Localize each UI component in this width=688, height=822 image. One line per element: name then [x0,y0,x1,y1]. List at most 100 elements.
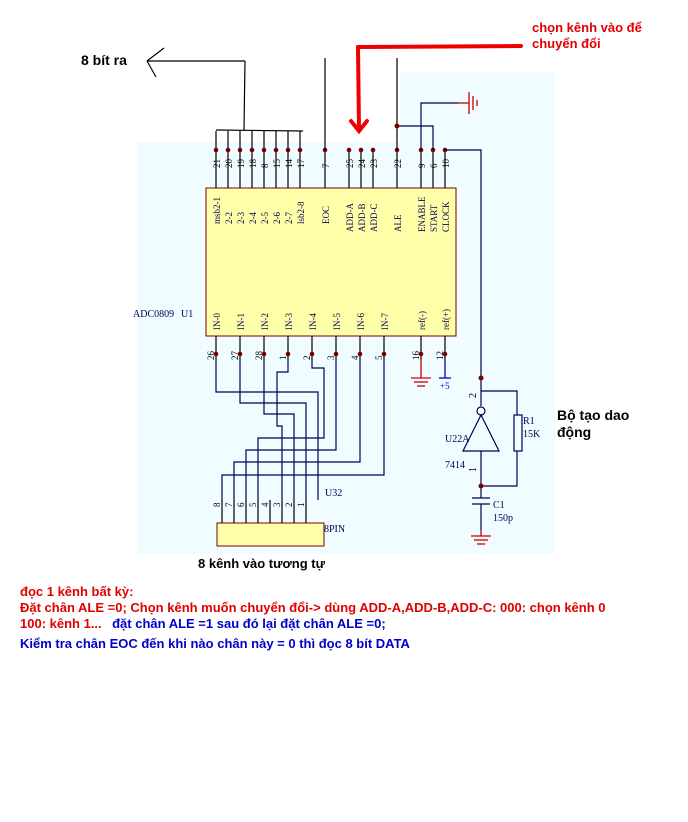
pin-number: 28 [254,351,264,361]
oscillator-label-1: Bộ tạo dao [557,407,630,423]
pin-name: IN-1 [236,313,246,330]
gate-part: 7414 [445,460,465,471]
adc-pin-in-6: 4IN-6 [350,313,366,360]
supply-label: +5 [440,381,450,391]
svg-text:4: 4 [260,502,270,507]
pin-number: 6 [429,163,439,168]
ale-start-link [397,125,434,150]
adc-pin-in-1: 27 IN-1 [230,313,246,360]
clock-wire [445,149,482,378]
adc-pin-in-3: 1IN-3 [278,313,294,360]
output-label: 8 bít ra [81,52,127,68]
adc-pin-in-5: 3 IN-5 [326,313,342,360]
pin-name: START [429,204,439,232]
pin-name: 2-2 [224,212,234,224]
pin-name: IN-7 [380,313,390,330]
adc-part-label: ADC0809 [133,309,174,320]
adc-pin-in-4: 2IN-4 [302,313,318,360]
svg-text:5: 5 [248,502,258,507]
pin-number: 21 [212,159,222,168]
pin-name: msb2-1 [212,197,222,224]
connector-pin-2: 2 [284,500,295,523]
pin-number: 20 [224,159,234,169]
note-line-1: đọc 1 kênh bất kỳ: [20,584,134,599]
connector-pin-3: 3 [272,500,283,523]
pin-number: 15 [272,159,282,169]
junction [478,375,484,381]
pin-name: ADD-A [345,203,355,232]
junction [394,123,400,129]
analog-inputs-label: 8 kênh vào tương tự [198,556,326,571]
svg-text:7: 7 [224,502,234,507]
pin-number: 18 [248,159,258,169]
adc-ref-label: U1 [181,309,193,320]
oscillator-pin-in: 1 [468,467,479,472]
note-line-3-blue: đặt chân ALE =1 sau đó lại đặt chân ALE … [112,616,386,631]
pin-name: IN-4 [308,313,318,330]
output-bus [146,47,304,132]
adc-pin-2-6: 15 2-6 [272,131,282,224]
svg-text:8: 8 [212,502,222,507]
select-channel-label-1: chọn kênh vào để [532,20,642,35]
ground-icon [458,92,478,114]
pin-number: 9 [417,163,427,168]
pin-name: EOC [321,206,331,224]
resistor-ref: R1 [523,416,535,427]
pin-number: 10 [441,159,451,169]
pin-name: 2-6 [272,212,282,224]
adc-pin-2-7: 142-7 [284,131,294,224]
gate-ref: U22A [445,434,470,445]
ground-icon [411,360,431,387]
pin-name: IN-6 [356,313,366,330]
pin-name: 2-7 [284,212,294,224]
capacitor-ref: C1 [493,500,505,511]
note-line-2: Đặt chân ALE =0; Chọn kênh muốn chuyển đ… [20,600,606,615]
svg-text:6: 6 [236,502,246,507]
schematic-background-upper [400,72,555,144]
adc-pin-2-4: 18 2-4 [248,131,258,224]
pin-number: 27 [230,351,240,361]
pin-name: 2-4 [248,212,258,224]
connector-pin-6: 6 [236,500,247,523]
pin-number: 3 [326,355,336,360]
pin-name: ADD-C [369,204,379,233]
svg-text:2: 2 [284,503,294,508]
oscillator-circuit [462,378,523,530]
adc-pin-in-7: 5 IN-7 [374,313,390,360]
connector-pin-1: 1 [296,500,307,523]
connector-ref: U32 [325,488,342,499]
supply-icon [439,360,451,379]
pin-name: IN-5 [332,313,342,330]
pin-number: 5 [374,355,384,360]
pin-name: lsb2-8 [296,201,306,224]
select-channel-label-2: chuyển đổi [532,36,601,51]
adc0809-chip [205,187,457,337]
pin-number: 25 [345,159,355,169]
connector-pin-8: 8 [212,500,223,523]
pin-number: 23 [369,159,379,169]
adc-top-pins: 21msb2-1202-2192-3182-482-5152-6142-717l… [212,131,451,232]
pin-name: ADD-B [357,204,367,233]
adc-pin-2-3: 192-3 [236,131,246,224]
pin-name: IN-0 [212,313,222,330]
pin-name: CLOCK [441,201,451,232]
junction [478,483,484,489]
instructions-notes: đọc 1 kênh bất kỳ: Đặt chân ALE =0; Chọn… [20,584,680,652]
pin-number: 12 [435,351,445,360]
connector-pin-4: 4 [260,500,271,523]
pin-name: ENABLE [417,196,427,232]
pin-number: 1 [278,356,288,361]
pin-name: ALE [393,214,403,232]
note-line-3: 100: kênh 1... đặt chân ALE =1 sau đó lạ… [20,616,680,632]
oscillator-label-2: động [557,424,592,440]
resistor-value: 15K [523,429,541,440]
pin-number: 7 [321,163,331,168]
oscillator-pin-out: 2 [468,393,479,398]
pin-number: 16 [411,351,421,361]
